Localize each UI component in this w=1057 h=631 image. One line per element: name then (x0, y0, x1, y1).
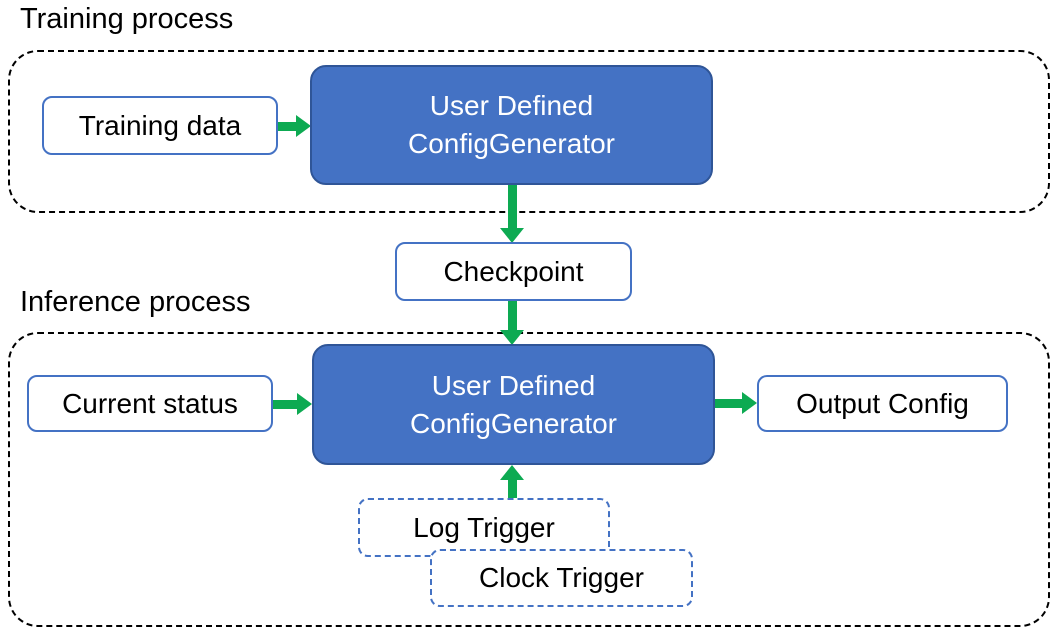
config-generator-inference-line1: User Defined (431, 369, 596, 401)
arrowhead-up-icon (500, 465, 524, 480)
config-generator-inference-node: User Defined ConfigGenerator (312, 344, 715, 465)
arrowhead-right-icon (297, 393, 312, 415)
clock-trigger-label: Clock Trigger (479, 562, 644, 593)
log-trigger-label: Log Trigger (413, 511, 555, 543)
arrow-shaft (507, 300, 517, 330)
config-generator-inference-line2: ConfigGenerator (409, 407, 617, 439)
arrowhead-right-icon (296, 115, 311, 137)
config-generator-training-node: User Defined ConfigGenerator (310, 65, 713, 185)
clock-trigger-node: Clock Trigger (430, 549, 693, 607)
arrowhead-right-icon (742, 392, 757, 414)
arrowhead-down-icon (500, 330, 524, 345)
arrow-training-data-to-generator (277, 115, 311, 137)
current-status-node: Current status (27, 375, 273, 432)
arrowhead-down-icon (500, 228, 524, 243)
arrow-generator-to-output-config (714, 392, 757, 414)
training-data-node: Training data (42, 96, 278, 155)
training-process-label: Training process (20, 3, 234, 35)
config-generator-training-line1: User Defined (429, 90, 594, 121)
checkpoint-label: Checkpoint (443, 255, 584, 287)
arrow-shaft (714, 398, 742, 408)
arrow-shaft (507, 480, 517, 499)
arrow-checkpoint-to-generator (500, 300, 524, 345)
checkpoint-node: Checkpoint (395, 242, 632, 301)
inference-process-container (8, 332, 1050, 627)
arrow-current-status-to-generator (272, 393, 312, 415)
arrow-shaft (277, 121, 296, 131)
output-config-label: Output Config (796, 387, 969, 419)
config-generator-training-line2: ConfigGenerator (407, 128, 615, 159)
training-process-container (8, 50, 1050, 213)
inference-process-label: Inference process (20, 286, 251, 318)
log-trigger-node: Log Trigger (358, 498, 610, 557)
arrow-triggers-to-generator (500, 465, 524, 499)
arrow-shaft (272, 399, 297, 409)
output-config-node: Output Config (757, 375, 1008, 432)
current-status-label: Current status (62, 387, 238, 419)
arrow-generator-to-checkpoint (500, 185, 524, 243)
arrow-shaft (507, 185, 517, 228)
training-data-label: Training data (78, 109, 242, 141)
